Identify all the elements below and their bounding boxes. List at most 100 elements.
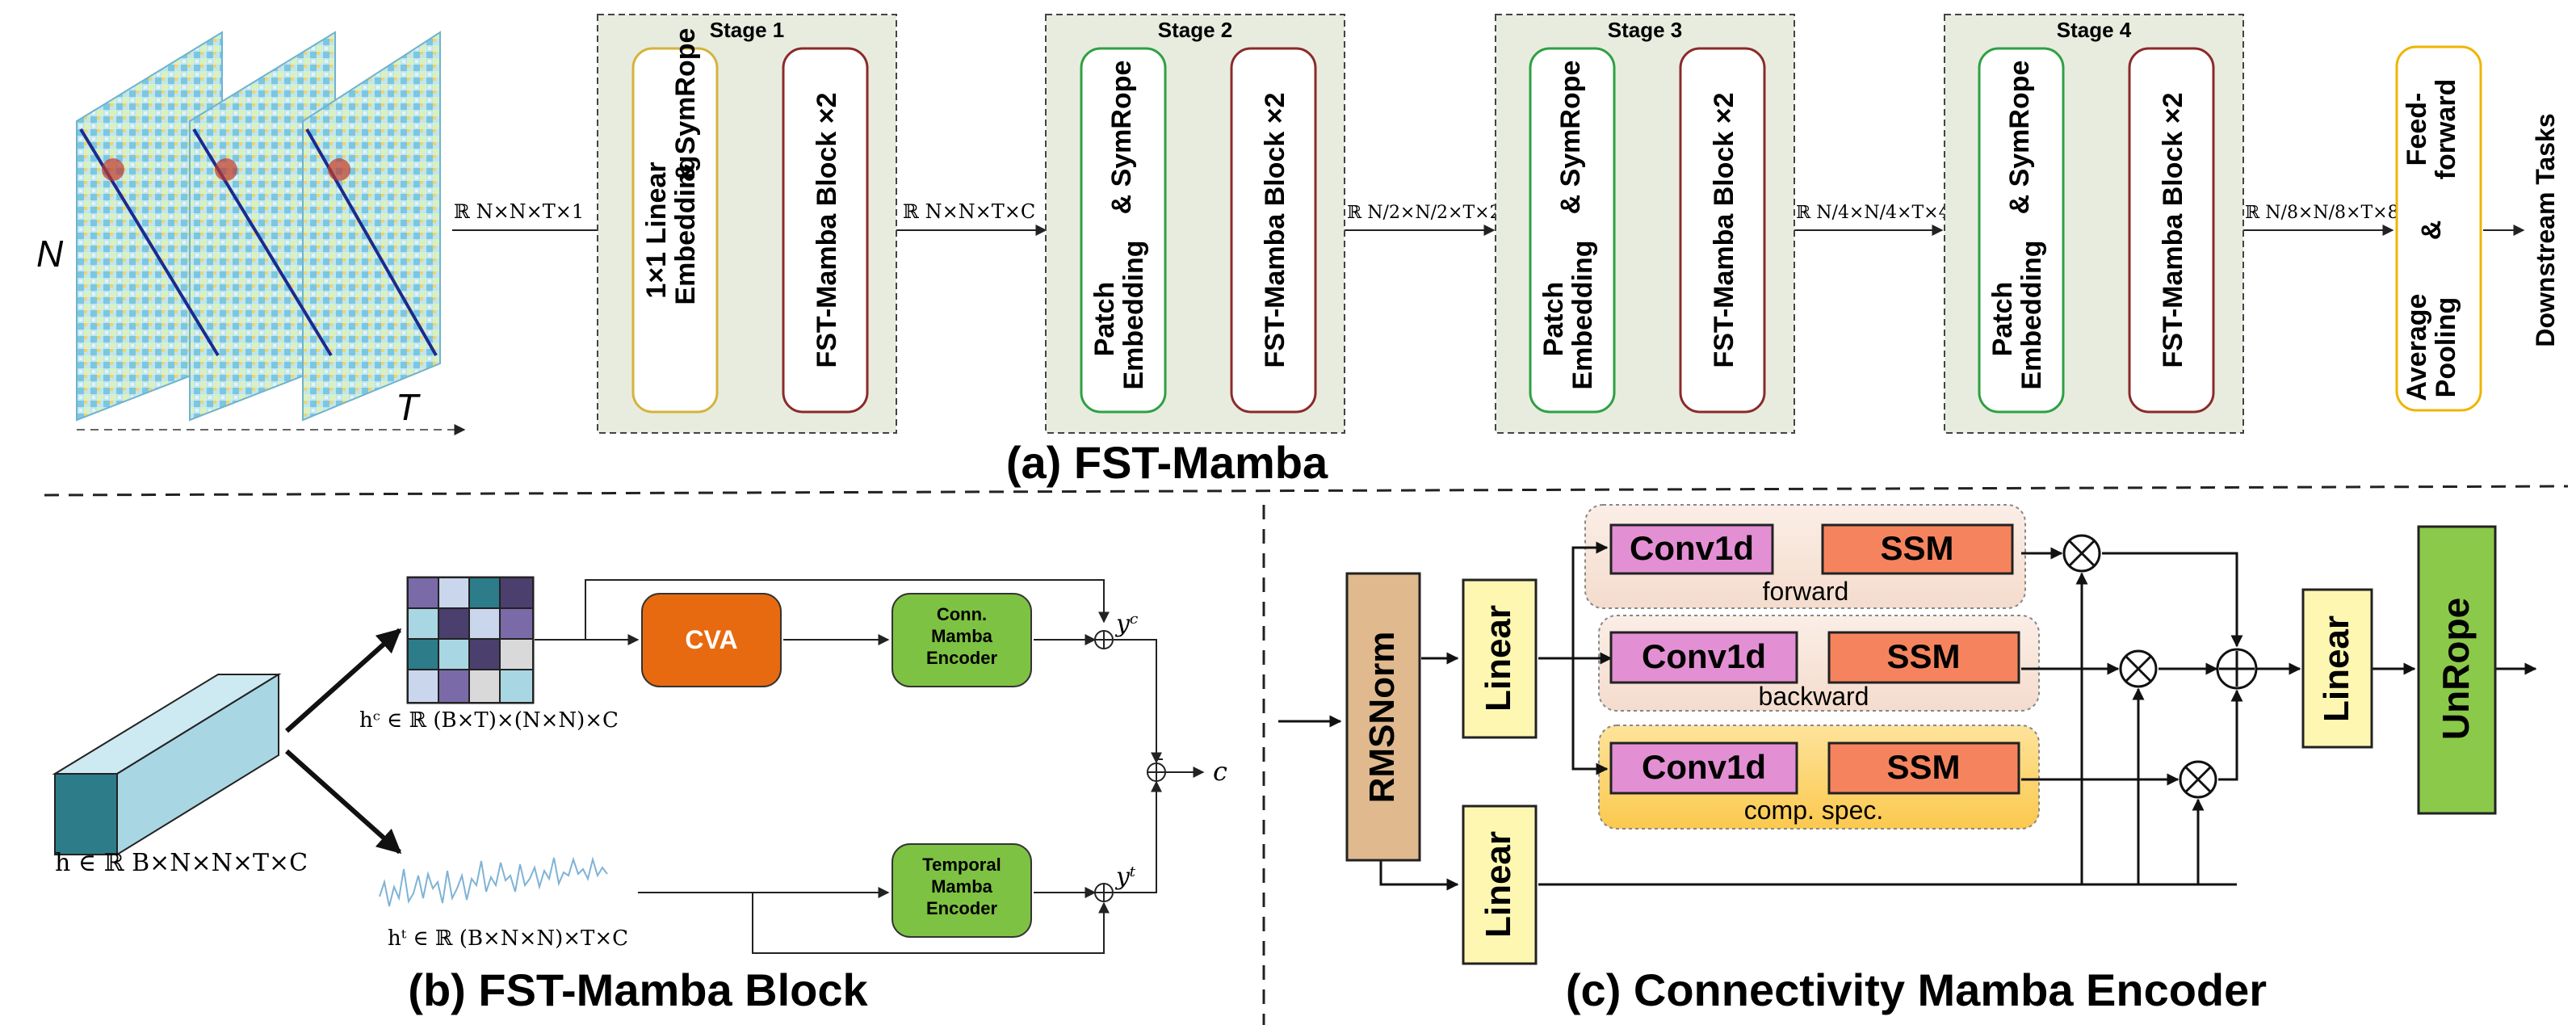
spec-label: comp. spec.	[1744, 796, 1884, 825]
stage-2-block-label: FST-Mamba Block ×2	[1260, 92, 1290, 368]
stage-3: Stage 3 Patch Embedding & SymRope FST-Ma…	[1495, 14, 1795, 434]
backward-conv-label: Conv1d	[1642, 637, 1766, 675]
stage-2-embed-line2: Embedding	[1118, 240, 1149, 389]
head-line4: Feed-	[2402, 93, 2432, 166]
cva-label: CVA	[685, 625, 737, 654]
conn-norm-to-linear2	[1379, 856, 1459, 891]
pooling-head: Average Pooling & Feed- forward	[2395, 45, 2482, 412]
stage-4-title: Stage 4	[2057, 18, 2132, 42]
stage-1-embed-line2: Embedding	[670, 155, 701, 305]
caption-b: (b) FST-Mamba Block	[408, 964, 868, 1015]
stage-2-block-box	[1230, 47, 1317, 414]
arrow-to-temporal	[285, 749, 402, 855]
linear-label-1: Linear	[1479, 605, 1518, 712]
connectivity-grid	[406, 576, 535, 704]
conn-encoder-line2: Mamba	[931, 626, 993, 646]
matrix-hotspot	[328, 158, 350, 181]
grid-cell	[468, 638, 501, 670]
multiply-mark-backward	[2125, 655, 2152, 683]
head-line3: &	[2416, 221, 2447, 241]
stage-1-title: Stage 1	[710, 18, 785, 42]
grid-cell	[468, 607, 501, 640]
stage-4: Stage 4 Patch Embedding & SymRope FST-Ma…	[1944, 14, 2244, 434]
stage-2-embed-line1: Patch	[1089, 282, 1120, 357]
stage-4-embed-line3: & SymRope	[2004, 61, 2035, 215]
grid-cell	[499, 638, 534, 670]
grid-cell	[499, 607, 534, 640]
stage-1-embed-line3: & SymRope	[670, 28, 701, 183]
grid-cell	[438, 607, 470, 640]
stage-3-title: Stage 3	[1608, 18, 1683, 42]
stage-1-block-box	[782, 47, 869, 414]
unrope-box	[2417, 525, 2497, 815]
stage-3-block-label: FST-Mamba Block ×2	[1709, 92, 1739, 368]
stage-4-block-label: FST-Mamba Block ×2	[2158, 92, 2188, 368]
rmsnorm-box	[1345, 572, 1421, 862]
head-line2: Pooling	[2431, 297, 2461, 398]
yt-label: yᵗ	[1114, 863, 1136, 891]
grid-cell	[468, 577, 501, 609]
panel-b: h ∈ ℝ B×N×N×T×C	[52, 576, 1227, 1015]
dim-label-5: ℝ N/8×N/8×T×8C	[2245, 203, 2412, 223]
linear-box-2	[1462, 804, 1538, 965]
backward-label: backward	[1759, 682, 1869, 711]
forward-ssm-label: SSM	[1880, 529, 1953, 567]
conn-linear-to-spec	[1571, 658, 1609, 775]
linear-label-3: Linear	[2317, 615, 2356, 722]
stage-3-embed-line1: Patch	[1538, 282, 1569, 357]
operator-nodes	[2062, 534, 2258, 799]
grid-cell	[499, 669, 534, 704]
conn-encoder-line1: Conn.	[937, 604, 987, 624]
stage-1-block-label: FST-Mamba Block ×2	[812, 92, 842, 368]
grid-cell	[407, 577, 439, 609]
ht-label: hᵗ ∈ ℝ (B×N×N)×T×C	[388, 926, 628, 951]
multiply-mark-forward	[2068, 540, 2096, 567]
stage-1: Stage 1 1×1 Linear Embedding & SymRope F…	[597, 14, 897, 434]
spec-ssm-box	[1827, 741, 2020, 795]
grid-cell	[438, 669, 470, 704]
axis-t-label: T	[396, 386, 421, 428]
temporal-signal	[379, 856, 608, 907]
input-cube	[52, 673, 282, 856]
temporal-encoder-line1: Temporal	[922, 855, 1001, 875]
dim-label-2: ℝ N×N×T×C	[903, 200, 1035, 223]
spec-conv-label: Conv1d	[1642, 748, 1766, 786]
stage-2-embed-line3: & SymRope	[1106, 61, 1137, 215]
head-line5: forward	[2431, 79, 2461, 180]
dim-label-4: ℝ N/4×N/4×T×4C	[1796, 203, 1963, 223]
unrope-label: UnRope	[2435, 598, 2477, 740]
horizontal-divider	[44, 485, 2569, 497]
conn-encoder-box	[892, 593, 1032, 687]
stage-4-embed-line2: Embedding	[2016, 240, 2047, 389]
panel-a: N T ℝ N×N×T×1 ℝ N×N×T×C ℝ N/2×N/2×T×2C ℝ…	[36, 14, 2560, 488]
panel-c: RMSNorm Linear Linear Linear Conv1d SSM …	[1278, 504, 2537, 1015]
dim-label-1: ℝ N×N×T×1	[454, 200, 584, 223]
cva-box	[641, 593, 782, 687]
conn-residual-bottom	[752, 893, 1110, 954]
conn-yc-to-merge	[1114, 639, 1163, 760]
backward-ssm-label: SSM	[1886, 637, 1960, 675]
grid-cell	[499, 577, 534, 609]
block-connectors	[535, 579, 1205, 954]
matrix-frame-3	[302, 31, 441, 422]
plus-marks	[1095, 631, 1165, 901]
rmsnorm-label: RMSNorm	[1362, 632, 1402, 804]
stage-2: Stage 2 Patch Embedding & SymRope FST-Ma…	[1045, 14, 1345, 434]
c-label: c	[1213, 756, 1227, 787]
grid-cell	[438, 638, 470, 670]
stage-1-embed-box	[631, 47, 719, 414]
caption-a: (a) FST-Mamba	[1006, 437, 1328, 488]
stage-1-embed-line1: 1×1 Linear	[641, 162, 672, 298]
stage-3-block-box	[1679, 47, 1766, 414]
stage-3-embed-line2: Embedding	[1567, 240, 1598, 389]
temporal-encoder-line2: Mamba	[931, 876, 993, 897]
hc-label: hᶜ ∈ ℝ (B×T)×(N×N)×C	[359, 708, 619, 733]
backward-conv-box	[1609, 631, 1798, 684]
linear-box-3	[2301, 588, 2373, 749]
grid-cell	[407, 638, 439, 670]
arrow-to-connectivity	[285, 628, 402, 733]
caption-c: (c) Connectivity Mamba Encoder	[1566, 964, 2267, 1015]
matrix-hotspot	[215, 158, 237, 181]
conn-mul3-to-sum	[2218, 689, 2243, 781]
